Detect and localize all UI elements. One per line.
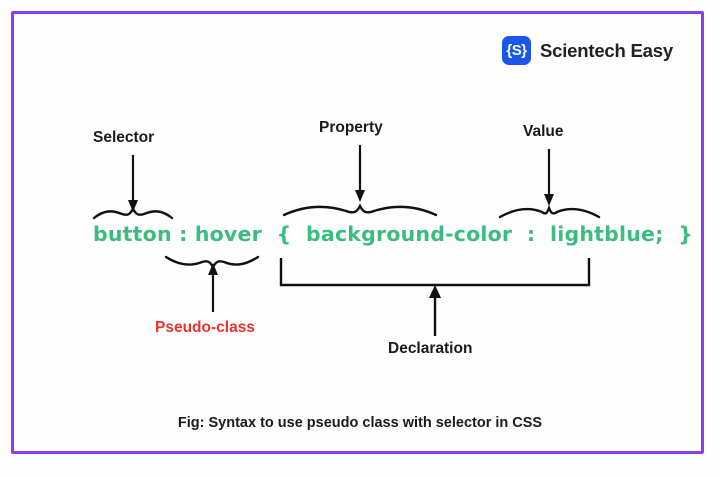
scientech-s-icon: {S} [502,36,531,65]
brand-name: Scientech Easy [540,39,673,61]
label-declaration: Declaration [388,340,473,357]
label-value: Value [523,123,564,140]
label-pseudo-class: Pseudo-class [155,319,255,336]
code-token-selector: button [93,222,172,246]
label-property: Property [319,119,383,136]
code-token-pseudo: hover [194,222,262,246]
code-snippet: button : hover { background-color : ligh… [93,222,693,246]
code-token-sep-colon: : [512,222,550,246]
code-token-value: lightblue; [550,222,664,246]
brand-logo: {S} Scientech Easy [502,36,673,65]
label-selector: Selector [93,129,155,146]
code-token-close-brace: } [663,222,693,246]
code-token-open-brace: { [261,222,307,246]
figure-border [11,11,704,454]
code-token-colon: : [171,222,195,246]
code-token-property: background-color [306,222,513,246]
figure-caption: Fig: Syntax to use pseudo class with sel… [177,415,543,431]
